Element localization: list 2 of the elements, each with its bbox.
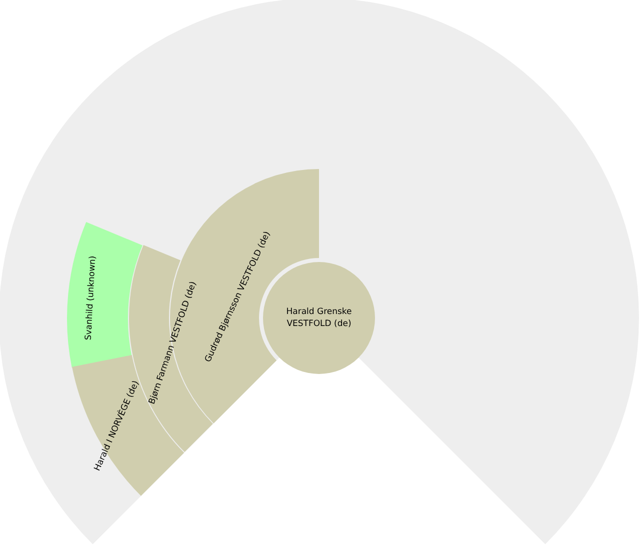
person-name: Svanhild (unknown): [82, 255, 100, 340]
person-name: Harald Grenske VESTFOLD (de): [285, 306, 353, 330]
